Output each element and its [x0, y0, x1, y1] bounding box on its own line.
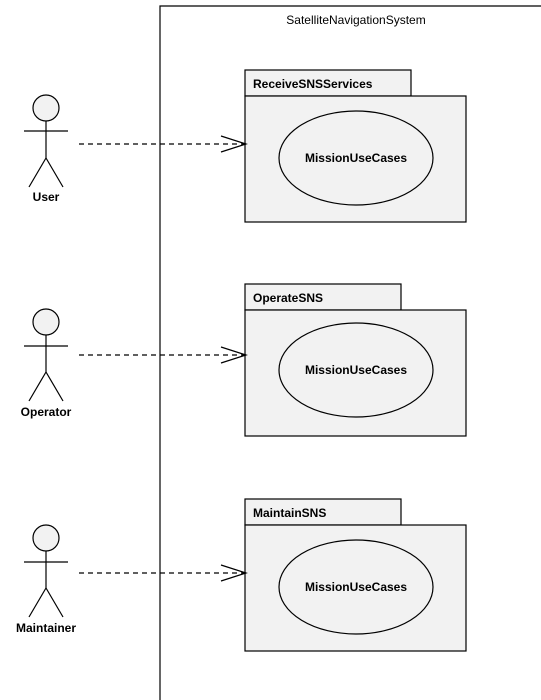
package-maintain-sns[interactable]: MaintainSNS MissionUseCases: [244, 498, 467, 652]
actor-user[interactable]: User: [24, 94, 68, 204]
connector-operator-operate[interactable]: [79, 346, 248, 364]
connector-user-receive[interactable]: [79, 135, 248, 153]
system-boundary: SatelliteNavigationSystem: [159, 5, 541, 700]
use-case-label: MissionUseCases: [305, 580, 407, 594]
open-arrowhead-icon: [220, 564, 248, 582]
package-tab: [244, 69, 412, 97]
actor-operator[interactable]: Operator: [21, 308, 72, 419]
use-case[interactable]: MissionUseCases: [278, 110, 434, 206]
use-case[interactable]: MissionUseCases: [278, 322, 434, 418]
actor-name: User: [33, 190, 60, 204]
use-case-label: MissionUseCases: [305, 151, 407, 165]
system-boundary-frame: [159, 5, 541, 700]
package-name: ReceiveSNSServices: [253, 77, 373, 91]
actor-name: Maintainer: [16, 621, 76, 635]
use-case-label: MissionUseCases: [305, 363, 407, 377]
package-tab: [244, 283, 402, 311]
system-title: SatelliteNavigationSystem: [286, 13, 425, 27]
package-name: OperateSNS: [253, 291, 323, 305]
use-case-ellipse: [278, 110, 434, 206]
package-operate-sns[interactable]: OperateSNS MissionUseCases: [244, 283, 467, 437]
connector-maintainer-maintain[interactable]: [79, 564, 248, 582]
actor-name: Operator: [21, 405, 72, 419]
stick-figure-icon: [24, 308, 68, 402]
actor-maintainer[interactable]: Maintainer: [16, 524, 76, 635]
use-case-ellipse: [278, 322, 434, 418]
open-arrowhead-icon: [220, 346, 248, 364]
use-case-ellipse: [278, 539, 434, 635]
stick-figure-icon: [24, 94, 68, 188]
use-case[interactable]: MissionUseCases: [278, 539, 434, 635]
stick-figure-icon: [24, 524, 68, 618]
package-receive-sns-services[interactable]: ReceiveSNSServices MissionUseCases: [244, 69, 467, 223]
open-arrowhead-icon: [220, 135, 248, 153]
package-name: MaintainSNS: [253, 506, 326, 520]
